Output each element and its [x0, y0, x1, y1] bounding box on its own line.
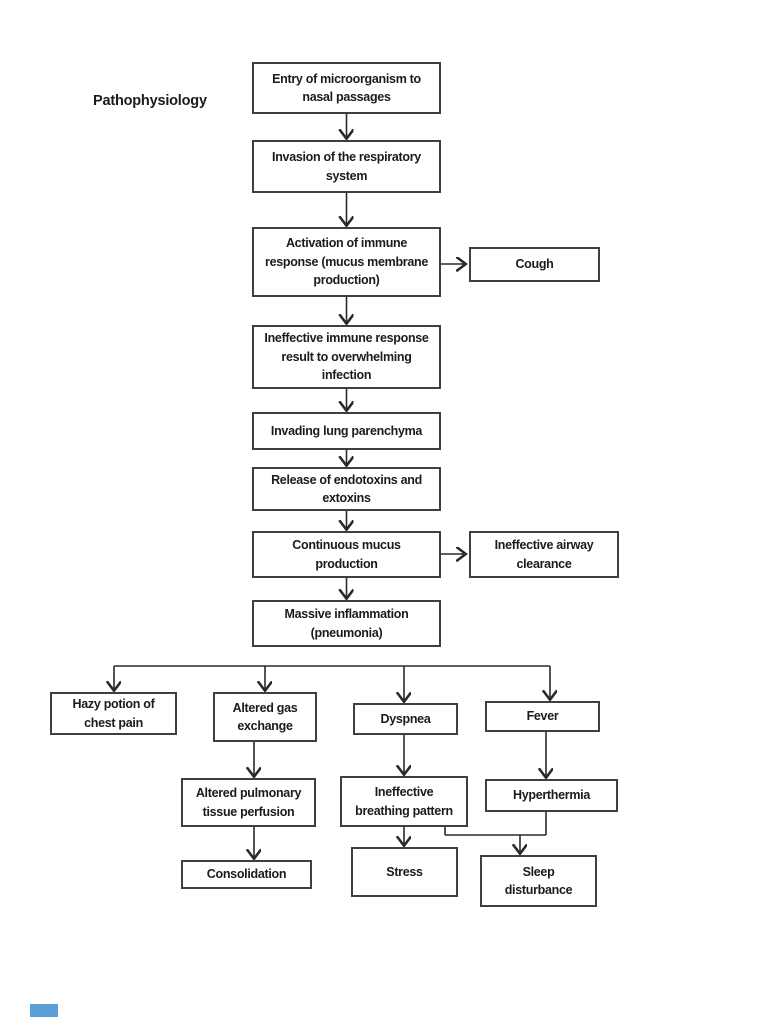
node-label: Ineffective immune response result to ov… — [264, 331, 429, 383]
node-label: Invasion of the respiratory system — [272, 150, 421, 183]
node-label: Ineffective breathing pattern — [355, 785, 453, 818]
node-label: Altered gas exchange — [232, 700, 298, 734]
node-label: Dyspnea — [380, 711, 431, 726]
flow-node-continuous-mucus: Continuous mucus production — [252, 531, 441, 578]
node-label: Continuous mucus production — [292, 538, 401, 571]
flow-node-ineffective-airway-clearance: Ineffective airway clearance — [469, 531, 619, 578]
node-label: Sleep disturbance — [504, 864, 573, 898]
node-label: Cough — [515, 257, 554, 272]
flow-node-invasion-respiratory: Invasion of the respiratory system — [252, 140, 441, 193]
flow-node-massive-inflammation: Massive inflammation (pneumonia) — [252, 600, 441, 647]
node-label: Stress — [386, 864, 423, 879]
flow-node-ineffective-breathing-pattern: Ineffective breathing pattern — [340, 776, 468, 827]
node-label: Consolidation — [206, 867, 287, 882]
page-bottom-blue-marker — [30, 1004, 58, 1017]
flow-node-sleep-disturbance: Sleep disturbance — [480, 855, 597, 907]
flow-node-entry-of-microorganism: Entry of microorganism to nasal passages — [252, 62, 441, 114]
node-label: Invading lung parenchyma — [270, 423, 423, 438]
flow-node-release-endotoxins: Release of endotoxins and extoxins — [252, 467, 441, 511]
flow-node-dyspnea: Dyspnea — [353, 703, 458, 735]
node-label: Altered pulmonary tissue perfusion — [195, 786, 302, 819]
flow-node-immune-activation: Activation of immune response (mucus mem… — [252, 227, 441, 297]
flow-node-altered-pulmonary-perfusion: Altered pulmonary tissue perfusion — [181, 778, 316, 827]
flow-node-ineffective-immune-response: Ineffective immune response result to ov… — [252, 325, 441, 389]
node-label: Activation of immune response (mucus mem… — [265, 236, 428, 288]
node-label: Hyperthermia — [513, 788, 590, 803]
page-title: Pathophysiology — [93, 93, 207, 109]
node-label: Entry of microorganism to nasal passages — [272, 71, 421, 105]
flow-node-stress: Stress — [351, 847, 458, 897]
flow-node-cough: Cough — [469, 247, 600, 282]
node-label: Fever — [526, 709, 559, 724]
flow-node-invading-lung-parenchyma: Invading lung parenchyma — [252, 412, 441, 450]
flow-node-hazy-chest-pain: Hazy potion of chest pain — [50, 692, 177, 735]
node-label: Release of endotoxins and extoxins — [271, 472, 422, 506]
flow-node-altered-gas-exchange: Altered gas exchange — [213, 692, 317, 742]
flow-node-fever: Fever — [485, 701, 600, 732]
flow-node-consolidation: Consolidation — [181, 860, 312, 889]
flow-node-hyperthermia: Hyperthermia — [485, 779, 618, 812]
node-label: Ineffective airway clearance — [494, 538, 594, 571]
node-label: Hazy potion of chest pain — [72, 697, 155, 730]
node-label: Massive inflammation (pneumonia) — [284, 607, 409, 640]
